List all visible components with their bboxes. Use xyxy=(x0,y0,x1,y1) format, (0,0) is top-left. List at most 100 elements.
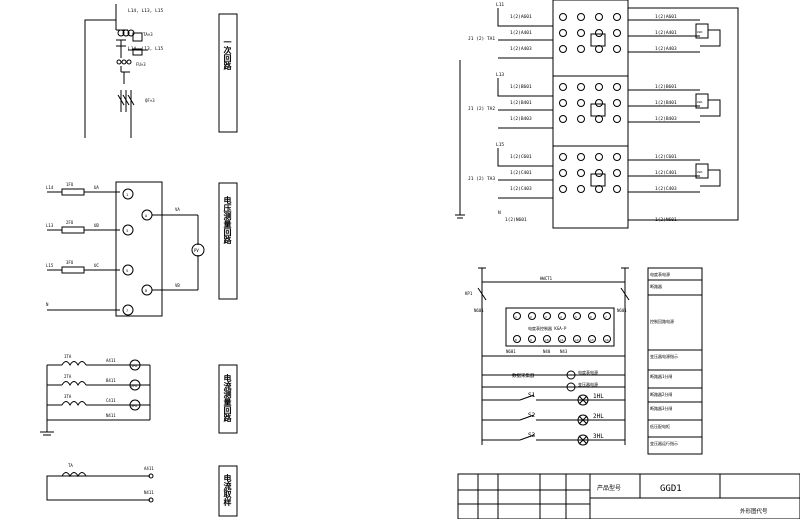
lamp1-label: 电度表电源 xyxy=(578,369,598,375)
relay-term-bot-7: 14 xyxy=(605,338,609,342)
control-left-wire: N601 xyxy=(474,308,484,313)
relay-term-top-2: 2 xyxy=(530,315,532,319)
legend-item-7: 断路器3分闸 xyxy=(650,405,672,411)
relay-term-bot-1: 8 xyxy=(515,338,517,342)
terminal-screw xyxy=(595,99,603,107)
ammeter-2: 2PA xyxy=(131,384,138,388)
voltage-meter-box xyxy=(115,181,163,317)
relay-terminal xyxy=(573,312,581,320)
lamp-cross xyxy=(578,395,588,405)
kwh-meter-box-1 xyxy=(695,23,709,39)
terminal-screw xyxy=(595,13,603,21)
lamp-name-3: 3HL xyxy=(593,433,604,440)
terminal-screw xyxy=(577,13,585,21)
tb-right-1-2: 1(2)A401 xyxy=(655,30,677,36)
terminal-screw xyxy=(559,13,567,21)
tb-left-3-3: 1(2)C403 xyxy=(510,186,532,192)
tb-right-2-3: 1(2)B403 xyxy=(655,116,677,122)
tb-link xyxy=(590,33,606,47)
switch-contact-3 xyxy=(519,434,535,441)
meter-terminal-3: 5 xyxy=(126,269,128,273)
terminal-screw xyxy=(595,185,603,193)
legend-item-8: 低压配电柜 xyxy=(650,423,670,429)
terminal-screw xyxy=(613,115,621,123)
voltage-input-out-3: UC xyxy=(94,263,99,268)
legend-item-3: 控制回路电源 xyxy=(650,318,674,324)
tb-left-3-2: 1(2)C401 xyxy=(510,170,532,176)
relay-term-bot-3: 10 xyxy=(545,338,549,342)
tb-left-1-1: 1(2)A601 xyxy=(510,14,532,20)
current-circuit: 1TA 2TA 3TA A411 B411 C411 N411 1PA 2PA … xyxy=(40,354,238,436)
voltage-wire-label-1: VA xyxy=(175,207,180,212)
product-label: 产品型号 xyxy=(597,484,621,492)
terminal-screw xyxy=(559,99,567,107)
terminal-screw xyxy=(613,13,621,21)
control-right-wire: N601 xyxy=(617,308,627,313)
primary-bus-label-1: L14, L13, L15 xyxy=(128,8,164,14)
tb-right-3-2: 1(2)C401 xyxy=(655,170,677,176)
terminal-screw xyxy=(559,153,567,161)
terminal-screw xyxy=(613,169,621,177)
bus-node-1: N601 xyxy=(506,349,516,354)
primary-bus-label-2: L14, L13, L15 xyxy=(128,46,164,52)
terminal-screw xyxy=(577,99,585,107)
current-title: 电流测量回路 xyxy=(222,373,233,423)
control-left-switch: KP1 xyxy=(465,291,473,296)
control-top-label: HWCT1 xyxy=(540,276,553,281)
relay-terminal xyxy=(603,335,611,343)
tb-right-3-1: 1(2)C601 xyxy=(655,154,677,160)
terminal-screw xyxy=(595,169,603,177)
relay-term-bot-6: 13 xyxy=(590,338,594,342)
relay-terminal xyxy=(588,335,596,343)
legend-item-4: 变压器电源指示 xyxy=(650,353,678,359)
voltage-input-line-1: L14 xyxy=(46,185,54,190)
terminal-n-wire: 1(2)N601 xyxy=(505,217,527,223)
sampling-wire-2: N411 xyxy=(144,490,154,495)
voltage-circuit: PV VA VB L14 1FU UA L13 2FU UB L15 3FU U… xyxy=(46,181,238,317)
voltage-input-fuse-3: 3FU xyxy=(66,260,74,265)
tb-ct-2: J1 (2) TA2 xyxy=(468,106,495,112)
terminal-screw xyxy=(559,83,567,91)
relay-terminal xyxy=(513,335,521,343)
terminal-screw xyxy=(559,185,567,193)
terminal-screw xyxy=(559,45,567,53)
primary-fuse-label: FU×3 xyxy=(136,62,146,67)
current-wire-3: C411 xyxy=(106,398,116,403)
ammeter-3: 3PA xyxy=(131,404,138,408)
current-title-box xyxy=(218,364,238,434)
meter-phase-a: A xyxy=(145,214,148,218)
tb-left-3-1: 1(2)C601 xyxy=(510,154,532,160)
voltage-input-out-1: UA xyxy=(94,185,99,190)
voltage-input-line-4: N xyxy=(46,302,49,307)
terminal-screw xyxy=(613,99,621,107)
relay-box xyxy=(505,307,615,347)
voltage-title: 电压测量回路 xyxy=(222,195,233,245)
relay-terminal xyxy=(528,335,536,343)
terminal-screw xyxy=(595,45,603,53)
switch-contact-2 xyxy=(519,414,535,421)
terminal-screw xyxy=(577,169,585,177)
relay-term-top-6: 6 xyxy=(590,315,592,319)
kwh-meter-box-2 xyxy=(695,93,709,109)
meter-terminal-2: 3 xyxy=(126,229,128,233)
lamp-cross xyxy=(578,415,588,425)
current-ct-2: 2TA xyxy=(64,374,72,379)
legend-item-5: 断路器1分闸 xyxy=(650,373,672,379)
primary-ct-label: TA×3 xyxy=(143,32,153,37)
tb-ct-3: J1 (2) TA3 xyxy=(468,176,495,182)
tb-bus-3: L15 xyxy=(496,142,504,148)
terminal-strip xyxy=(552,0,629,229)
tb-right-1-1: 1(2)A601 xyxy=(655,14,677,20)
current-wire-4: N411 xyxy=(106,413,116,418)
drawing-label: 外形图代号 xyxy=(740,507,768,515)
primary-title: 一次回路 xyxy=(222,38,233,71)
terminal-screw xyxy=(613,153,621,161)
tb-left-2-1: 1(2)B601 xyxy=(510,84,532,90)
voltmeter-label: PV xyxy=(194,248,199,253)
control-circuit: HWCT1 KP1 N601 N601 1829310411512613714 … xyxy=(465,267,630,446)
bus-node-3: N43 xyxy=(560,349,568,354)
relay-term-bot-5: 12 xyxy=(575,338,579,342)
primary-title-box xyxy=(218,13,238,133)
sampling-title: 电流取样 xyxy=(223,473,233,507)
